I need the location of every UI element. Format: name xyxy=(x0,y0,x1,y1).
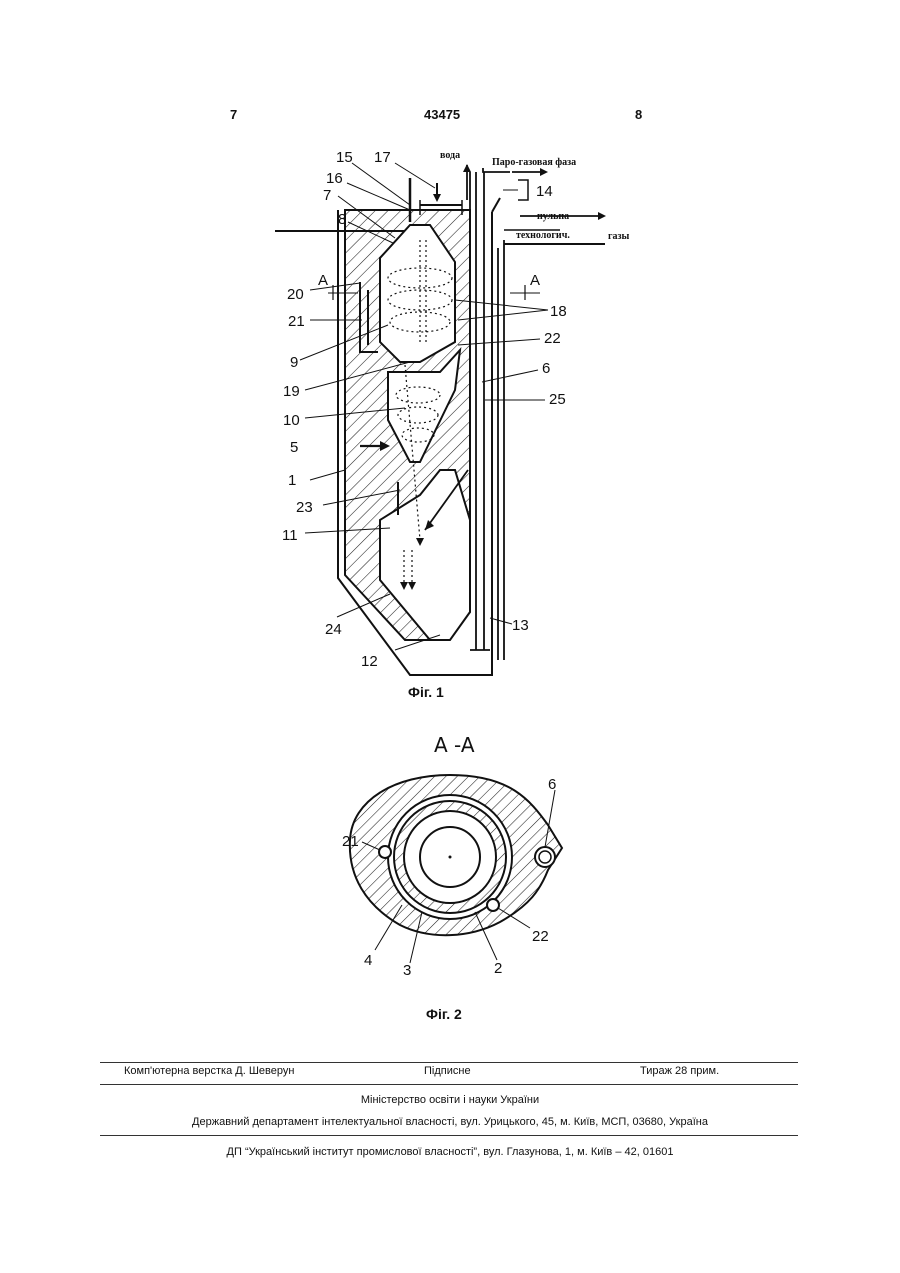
fig2-label-3: 3 xyxy=(403,962,411,979)
footer-rule-bottom xyxy=(100,1135,798,1136)
footer-ministry: Міністерство освіти і науки України xyxy=(0,1094,900,1106)
fig2-label-2: 2 xyxy=(494,960,502,977)
fig2-label-4: 4 xyxy=(364,952,372,969)
footer-rule-top xyxy=(100,1062,798,1063)
fig2-label-6: 6 xyxy=(548,776,556,793)
footer-layout-credit: Комп'ютерна верстка Д. Шеверун xyxy=(124,1065,294,1077)
figure-2-drawing: 6 21 22 4 3 2 xyxy=(0,0,900,1000)
fig2-label-22: 22 xyxy=(532,928,549,945)
footer-rule-middle xyxy=(100,1084,798,1085)
fig2-label-21: 21 xyxy=(342,833,359,850)
footer-circulation: Тираж 28 прим. xyxy=(640,1065,719,1077)
figure-2-caption: Фіг. 2 xyxy=(426,1006,462,1022)
footer-institute: ДП “Український інститут промислової вла… xyxy=(0,1146,900,1158)
footer-department: Державний департамент інтелектуальної вл… xyxy=(0,1116,900,1128)
footer-signed: Підписне xyxy=(424,1065,471,1077)
